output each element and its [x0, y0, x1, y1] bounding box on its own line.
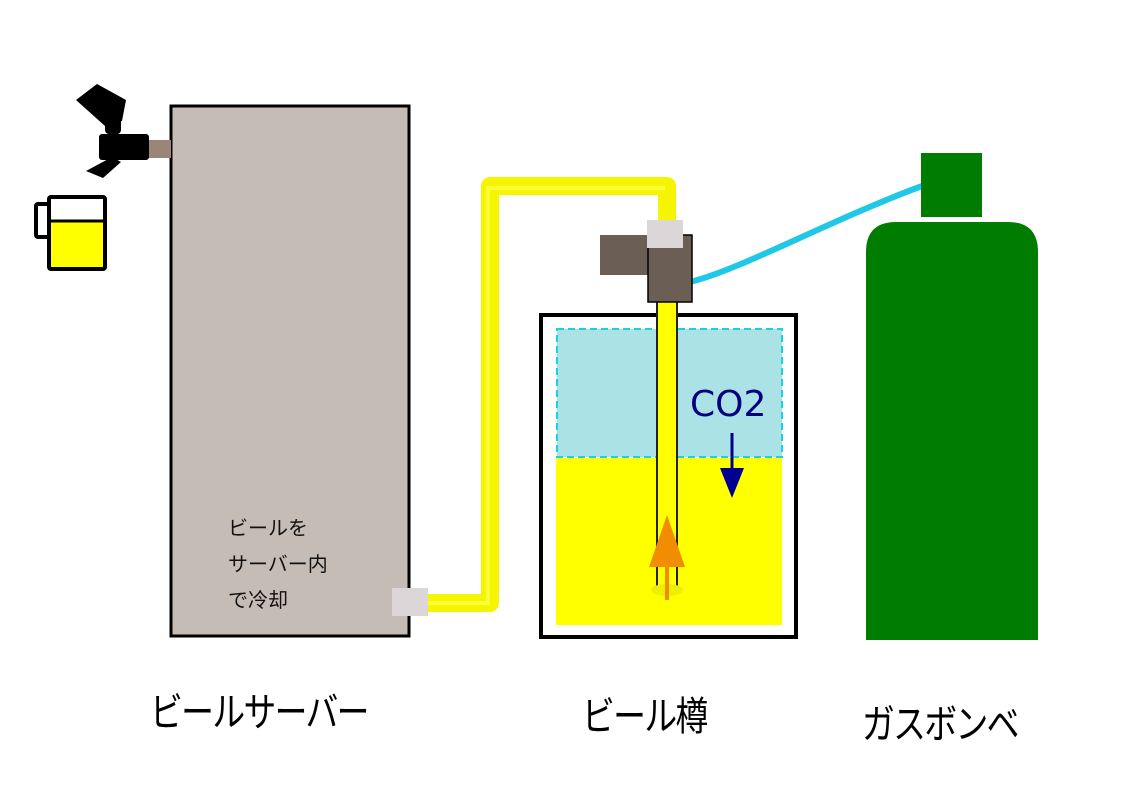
server-note-line: サーバー内 [228, 552, 328, 576]
label-gas-cylinder: ガスボンベ [862, 702, 1019, 748]
server-body [169, 104, 411, 638]
label-keg: ビール樽 [582, 694, 708, 740]
faucet-icon [76, 84, 149, 178]
server-note-line: ビールを [228, 516, 308, 540]
co2-hose [687, 183, 925, 285]
coupler-connector [647, 220, 683, 248]
cylinder-valve [921, 153, 982, 217]
label-server: ビールサーバー [150, 690, 369, 736]
beer-mug-icon [34, 195, 107, 271]
tap-stub [148, 140, 171, 158]
beer-flow-arrow [649, 515, 685, 600]
co2-flow-arrow [720, 433, 744, 498]
server-connector [392, 588, 428, 616]
server-note: ビールを サーバー内 で冷却 [228, 510, 328, 618]
co2-label: CO2 [690, 384, 767, 425]
gas-cylinder [866, 153, 1038, 640]
server-note-line: で冷却 [228, 588, 288, 612]
